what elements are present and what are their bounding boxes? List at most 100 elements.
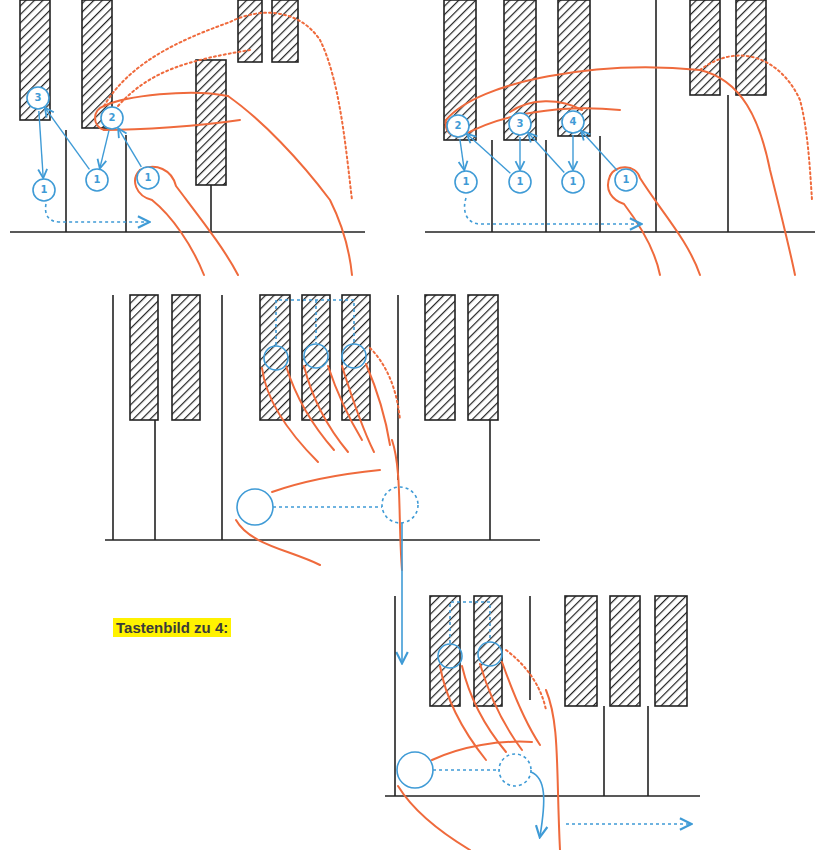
hand-outline [480,664,522,750]
key-divider [491,140,493,232]
black-key [342,295,370,420]
hand-outline [228,96,352,275]
key-divider [647,706,649,796]
finger-number-text: 2 [446,114,470,138]
finger-circle [27,87,49,109]
key-divider [599,136,601,232]
hand-outline-dotted [118,50,250,106]
black-key [444,0,476,140]
key-divider [154,420,156,540]
black-key [736,0,766,95]
finger-change-arrow [46,109,90,170]
thumb-target [499,754,531,786]
finger-change-arrow [572,135,573,169]
finger-change-arrow [39,111,43,177]
finger-change-arrow [119,129,142,167]
finger-number-text: 1 [136,166,160,190]
finger-number: 1 [508,170,532,194]
finger-number-text: 3 [26,86,50,110]
shift-arrow [401,523,403,662]
hand-outline [502,662,540,745]
finger-number-text: 1 [561,170,585,194]
finger-circle [447,115,469,137]
caption-label: Tastenbild zu 4: [113,618,231,637]
hand-outline-dotted [370,348,400,420]
key-divider [210,185,212,232]
finger-number: 1 [454,170,478,194]
key-divider [529,596,531,700]
hand-bottom-1 [236,348,402,570]
finger-number: 1 [136,166,160,190]
finger-number: 2 [100,106,124,130]
direction-arrow [465,198,640,224]
key-divider [489,420,491,540]
finger-circle [101,107,123,129]
hand-outline [272,470,380,492]
hand-outline [342,366,374,452]
black-key [172,295,200,420]
finger-number-text: 1 [614,168,638,192]
finger-number: 1 [85,168,109,192]
finger-circle [509,113,531,135]
finger-position [478,642,502,666]
finger-number: 1 [561,170,585,194]
keyboard-top-left [10,0,365,232]
finger-position [304,344,328,368]
finger-circle [33,179,55,201]
finger-number: 1 [32,178,56,202]
hand-top-left [95,13,352,275]
finger-number: 3 [508,112,532,136]
key-divider [394,596,396,796]
hand-outline-dotted [700,56,812,200]
key-divider [655,0,657,232]
keyboard-edge [10,231,365,233]
thumb-position [397,752,433,788]
finger-number-text: 1 [508,170,532,194]
black-key [690,0,720,95]
black-key [130,295,158,420]
finger-circle [562,111,584,133]
key-divider [727,95,729,232]
key-divider [65,130,67,232]
key-divider [221,295,223,540]
finger-number: 1 [614,168,638,192]
key-divider [397,295,399,480]
keyboard-bottom-2 [385,596,700,796]
hand-outline [236,520,320,565]
finger-number-text: 3 [508,112,532,136]
hand-bottom-2 [398,650,560,850]
keyboard-top-right [425,0,815,232]
direction-arrow [46,204,148,222]
key-divider [112,295,114,540]
finger-position [342,344,366,368]
finger-bracket [276,300,354,345]
finger-number-text: 1 [85,168,109,192]
hand-outline [392,440,402,570]
hand-outline [304,366,348,452]
black-key [610,596,640,706]
hand-outline [104,93,228,106]
black-key [260,295,290,420]
keyboard-edge [105,539,540,541]
finger-change-arrow [100,131,109,168]
hand-outline [446,108,620,136]
key-divider [125,135,127,232]
keyboard-bottom-1 [105,295,540,540]
finger-circle [509,171,531,193]
finger-circle [86,169,108,191]
finger-number-text: 1 [32,178,56,202]
black-key [558,0,590,136]
finger-change-arrow [468,135,511,174]
finger-circle [615,169,637,191]
finger-number: 2 [446,114,470,138]
finger-change-arrow [582,132,617,171]
black-key [238,0,262,62]
finger-position [438,644,462,668]
thumb-position [237,489,273,525]
finger-bracket [450,602,490,643]
finger-change-arrow [460,139,464,169]
